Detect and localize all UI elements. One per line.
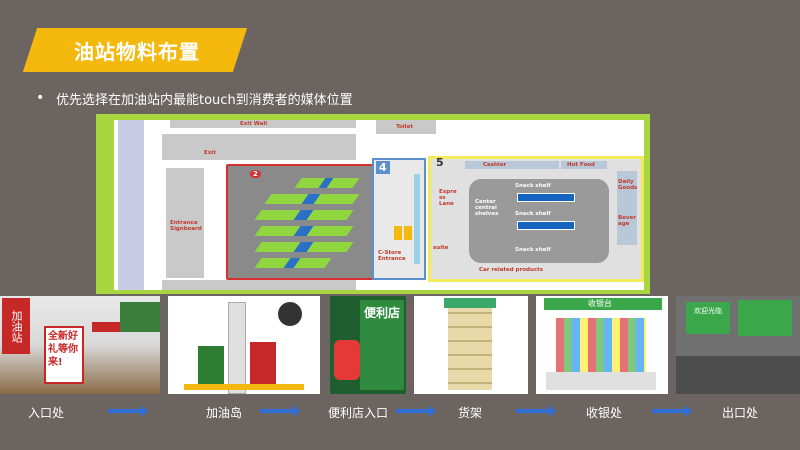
entrance-sign: 加油站: [2, 298, 30, 354]
step-fuel-island: 加油岛: [206, 406, 243, 420]
marker-2: 2: [250, 170, 261, 178]
daily-goods-shelf: Daily Goods Bever age: [617, 171, 637, 245]
entrance-signboard: Entrance Signboard: [166, 168, 204, 278]
ground: [676, 356, 800, 394]
pump-icon: [293, 242, 314, 252]
snack-shelf: [517, 221, 575, 230]
exit-label: Exit: [204, 150, 216, 156]
cashier-banner: 收银台: [588, 299, 612, 308]
entrance-signboard-label: Entrance Signboard: [170, 220, 202, 232]
center-shelves-label: Center central shelves: [475, 199, 499, 217]
snack-shelf: [517, 193, 575, 202]
toilet-label: Toilet: [396, 124, 413, 130]
step-cashier: 收银处: [586, 406, 623, 420]
bullet-icon: •: [36, 90, 45, 106]
marker-5: 5: [436, 156, 444, 169]
floor-plan-canvas: Exit Wall Toilet Exit Entrance Signboard…: [114, 120, 644, 290]
daily-goods-label: Daily Goods: [618, 179, 638, 191]
fuel-island: [254, 258, 332, 268]
c-store-entrance-label: C-Store Entrance: [378, 250, 406, 262]
goods-display: [556, 318, 646, 374]
toilet: Toilet: [376, 120, 436, 134]
arrow-right-icon: [108, 405, 148, 417]
promo-board: 全新好礼等你来!: [44, 326, 84, 384]
step-exit: 出口处: [722, 406, 759, 420]
fuel-island: [294, 178, 360, 188]
fuel-island: [254, 210, 354, 220]
shelf-unit: [448, 300, 492, 390]
photo-strip: 加油站 全新好礼等你来! 便利店 收银台 欢迎光临: [0, 296, 800, 396]
floor-plan: Exit Wall Toilet Exit Entrance Signboard…: [96, 114, 650, 294]
display-circle: [278, 302, 302, 326]
suite-label: suite: [433, 245, 449, 251]
promo-display: [334, 340, 360, 380]
fuel-pump: [198, 346, 224, 386]
exit-lane: Exit: [162, 134, 356, 160]
snack-shelf-label: Snack shelf: [515, 183, 551, 189]
display-rack: [414, 174, 420, 264]
photo-entrance: 加油站 全新好礼等你来!: [0, 296, 160, 394]
fuel-island: [254, 242, 354, 252]
trees: [120, 302, 160, 332]
snack-shelf-area: Snack shelf Snack shelf Snack shelf Cent…: [469, 179, 609, 263]
bullet-text: 优先选择在加油站内最能touch到消费者的媒体位置: [56, 93, 353, 108]
photo-fuel-island: [168, 296, 320, 394]
express-lane-label: Expre ss Lane: [439, 189, 457, 207]
pump-icon: [293, 226, 314, 236]
fuel-pillar: [228, 302, 246, 394]
pump-icon: [293, 210, 314, 220]
step-cstore-entrance: 便利店入口: [328, 406, 389, 420]
fuel-island-zone: 2: [226, 164, 376, 280]
entrance-lane: [162, 280, 356, 290]
counter: [546, 372, 656, 390]
snack-shelf-label: Snack shelf: [515, 211, 551, 217]
entrance-display: [394, 226, 402, 240]
arrow-right-icon: [516, 405, 556, 417]
arrow-right-icon: [396, 405, 436, 417]
cashier-counter: Cashier: [465, 161, 559, 169]
exit-board: 欢迎光临: [686, 302, 730, 334]
shelf-header: [444, 298, 496, 308]
fuel-island: [264, 194, 360, 204]
marker-4: 4: [376, 161, 390, 174]
photo-cstore-entrance: 便利店: [330, 296, 406, 394]
store-interior-zone: 5 Cashier Hot Food Daily Goods Bever age…: [428, 156, 644, 282]
exit-wall: Exit Wall: [170, 120, 356, 128]
cashier-canopy: 收银台: [544, 298, 662, 310]
beverage-label: Bever age: [618, 215, 636, 227]
exit-board-2: [738, 300, 792, 336]
pump-icon: [318, 178, 334, 188]
arrow-right-icon: [652, 405, 692, 417]
step-shelf: 货架: [458, 406, 483, 420]
car-related-label: Car related products: [479, 267, 544, 273]
cashier-label: Cashier: [483, 162, 507, 168]
pump-icon: [283, 258, 301, 268]
photo-exit: 欢迎光临: [676, 296, 800, 394]
snack-shelf-label: Snack shelf: [515, 247, 551, 253]
arrow-right-icon: [260, 405, 300, 417]
slide-title: 油站物料布置: [74, 40, 200, 64]
island-base: [184, 384, 304, 390]
side-lane: [118, 120, 144, 290]
hot-food-counter: Hot Food: [561, 161, 607, 169]
fuel-island: [254, 226, 354, 236]
hot-food-label: Hot Food: [567, 162, 595, 168]
c-store-entrance-zone: 4 C-Store Entrance: [372, 158, 426, 280]
entrance-display: [404, 226, 412, 240]
fuel-pump: [250, 342, 276, 386]
photo-cashier: 收银台: [536, 296, 668, 394]
exit-wall-label: Exit Wall: [240, 121, 268, 127]
store-sign: 便利店: [360, 300, 404, 390]
photo-shelf: [414, 296, 528, 394]
pump-icon: [301, 194, 321, 204]
step-entrance: 入口处: [28, 406, 65, 420]
